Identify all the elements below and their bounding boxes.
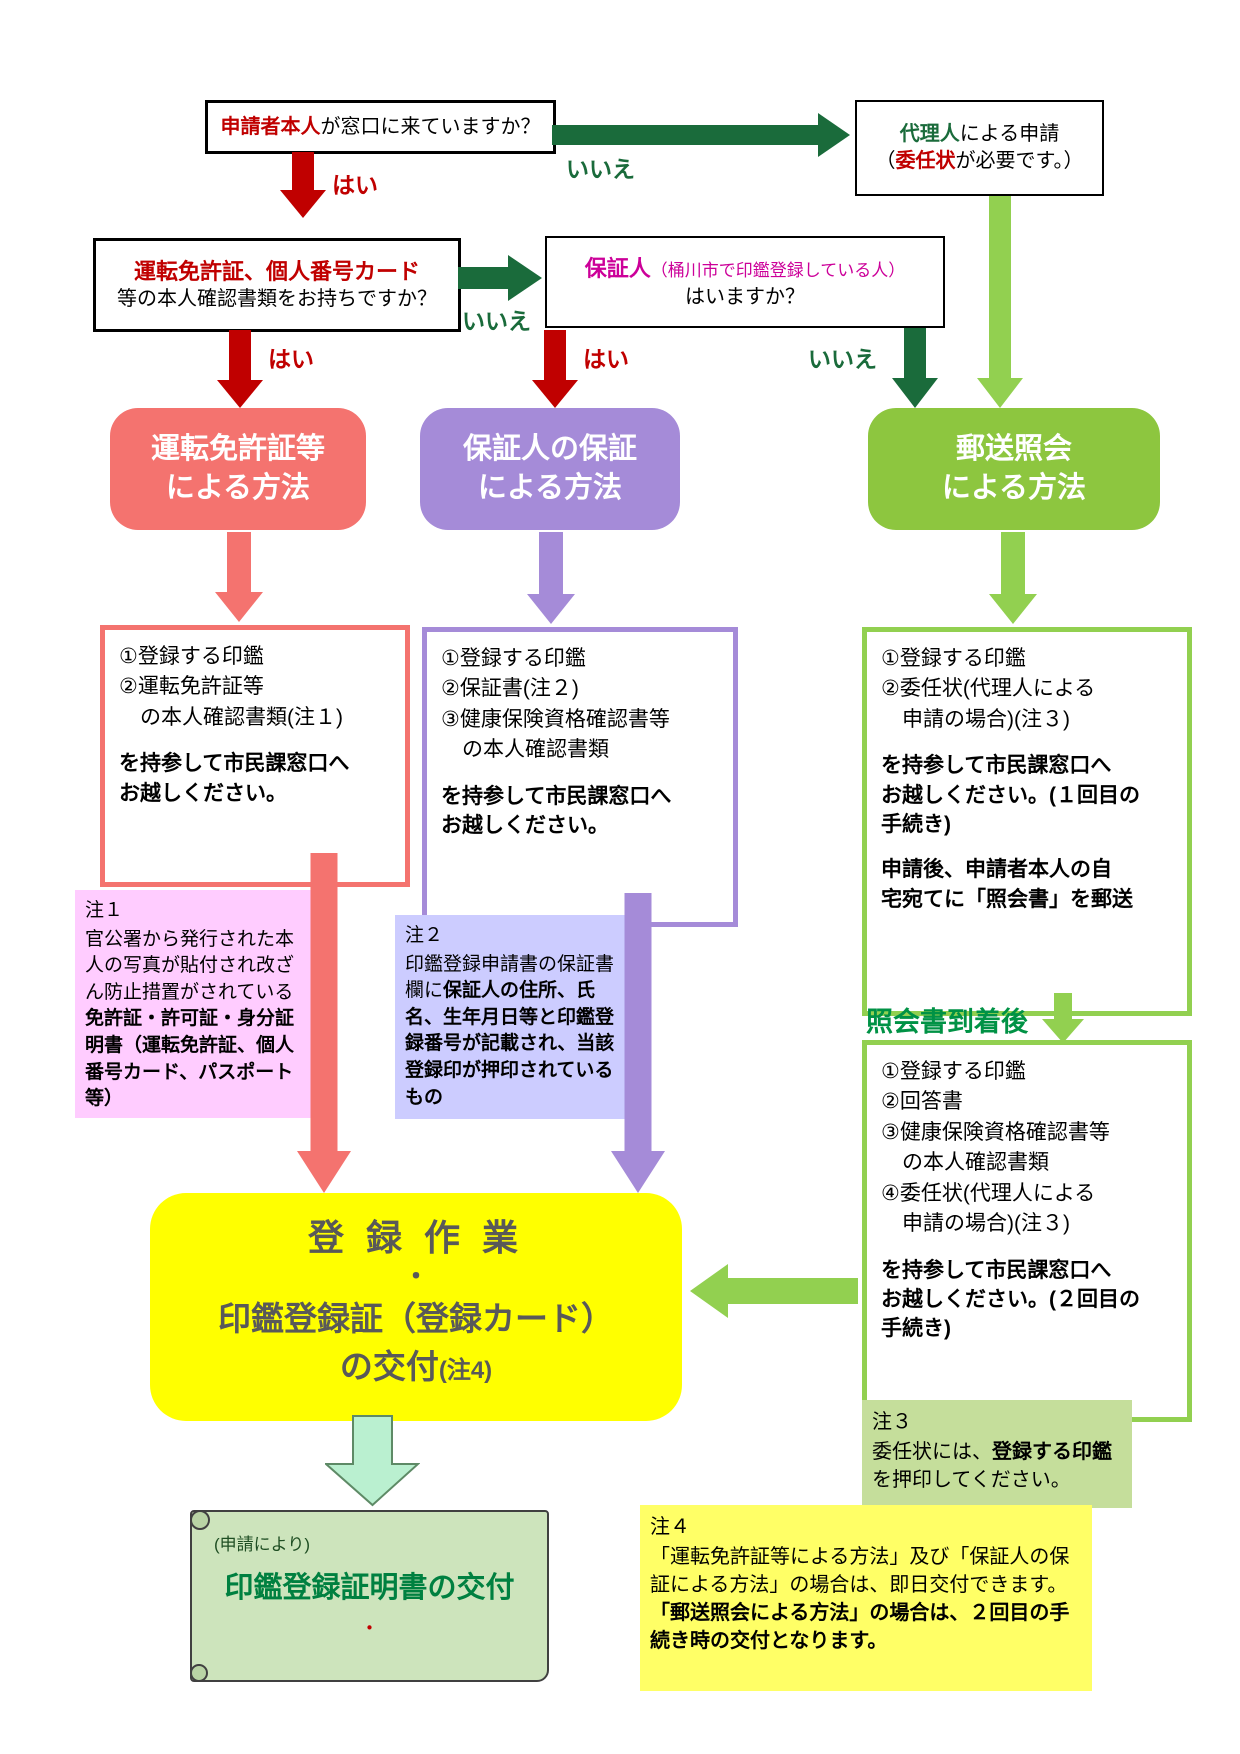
registration-line-2: 印鑑登録証（登録カード）	[218, 1300, 614, 1338]
registration-line-3-note: (注4)	[438, 1357, 493, 1385]
detail-license-requirements: ①登録する印鑑 ②運転免許証等 の本人確認書類(注１) を持参して市民課窓口へ …	[100, 625, 410, 887]
arrow-guarantor-to-detail	[527, 532, 575, 624]
note-2-body: 印鑑登録申請書の保証書欄に	[405, 953, 615, 1002]
q1-emphasis: 申請者本人	[220, 115, 321, 138]
method-guarantor: 保証人の保証 による方法	[420, 408, 680, 530]
label-no-3: いいえ	[808, 346, 877, 372]
note-3-body-2: を押印してください。	[872, 1469, 1071, 1491]
certificate-scroll: (申請により) 印鑑登録証明書の交付 ・	[190, 1510, 549, 1682]
note-3-title: 注３	[872, 1411, 912, 1433]
scroll-curl-top-icon	[190, 1510, 210, 1530]
arrow-after-inquiry	[1042, 993, 1084, 1043]
label-yes-2: はい	[268, 346, 314, 372]
arrow-license-to-registration	[297, 853, 351, 1193]
label-yes-3: はい	[583, 346, 629, 372]
arrow-license-to-detail	[215, 532, 263, 622]
detail-license-message: を持参して市民課窓口へ お越しください。	[119, 752, 350, 805]
registration-line-3: の交付(注4)	[150, 1340, 682, 1388]
proxy-line-1: 代理人による申請	[900, 121, 1059, 148]
proxy-rest: による申請	[959, 123, 1060, 145]
q2-line-1: 運転免許証、個人番号カード	[133, 258, 420, 284]
registration-line-3-text: の交付	[339, 1348, 439, 1386]
note-4-body: 「運転免許証等による方法」及び「保証人の保証による方法」の場合は、即日交付できま…	[650, 1546, 1070, 1596]
note-1: 注１ 官公署から発行された本人の写真が貼付され改ざん防止措置がされている免許証・…	[75, 890, 315, 1118]
q3-emphasis: 保証人	[584, 255, 651, 281]
proxy-emphasis-2: 委任状	[895, 150, 956, 172]
arrow-yes-1	[280, 152, 326, 218]
arrow-no-2	[458, 255, 542, 301]
registration-result-box: 登 録 作 業 ・ 印鑑登録証（登録カード） の交付(注4)	[150, 1193, 682, 1421]
scroll-curl-bottom-icon	[190, 1664, 208, 1682]
method-license: 運転免許証等 による方法	[110, 408, 366, 530]
arrow-no-3	[892, 328, 938, 408]
note-3: 注３ 委任状には、登録する印鑑を押印してください。	[862, 1400, 1132, 1508]
note-4-emphasis: 「郵送照会による方法」の場合は、２回目の手続き時の交付となります。	[650, 1602, 1070, 1652]
certificate-title: 印鑑登録証明書の交付	[224, 1572, 515, 1604]
question-applicant-present-text: 申請者本人が窓口に来ていますか？	[221, 114, 541, 141]
detail-guarantor-requirements: ①登録する印鑑 ②保証書(注２) ③健康保険資格確認書等 の本人確認書類 を持参…	[422, 627, 738, 927]
registration-dot: ・	[402, 1261, 429, 1291]
detail-mail-first-visit: ①登録する印鑑 ②委任状(代理人による 申請の場合)(注３) を持参して市民課窓…	[862, 627, 1192, 1016]
proxy-application-box: 代理人による申請 （委任状が必要です。）	[855, 100, 1104, 196]
arrival-label: 照会書到着後	[866, 1007, 1028, 1037]
q2-line-2: 等の本人確認書類をお持ちですか？	[117, 288, 437, 311]
detail-mail-2-message: を持参して市民課窓口へ お越しください。(２回目の 手続き)	[881, 1258, 1140, 1341]
question-guarantor: 保証人（桶川市で印鑑登録している人） はいますか？	[545, 236, 945, 328]
note-1-body: 官公署から発行された本人の写真が貼付され改ざん防止措置がされている	[85, 928, 295, 1003]
arrow-yes-2	[217, 330, 263, 408]
note-1-title: 注１	[85, 900, 124, 921]
arrow-mail-to-registration	[690, 1264, 858, 1318]
detail-mail-1-followup: 申請後、申請者本人の自 宅宛てに「照会書」を郵送	[881, 858, 1133, 911]
proxy-line-2: （委任状が必要です。）	[876, 148, 1084, 175]
detail-mail-1-items: ①登録する印鑑 ②委任状(代理人による 申請の場合)(注３)	[881, 647, 1096, 731]
detail-guarantor-items: ①登録する印鑑 ②保証書(注２) ③健康保険資格確認書等 の本人確認書類	[441, 647, 670, 762]
detail-license-items: ①登録する印鑑 ②運転免許証等 の本人確認書類(注１)	[119, 645, 343, 729]
detail-guarantor-message: を持参して市民課窓口へ お越しください。	[441, 784, 672, 838]
certificate-dot: ・	[359, 1618, 380, 1640]
arrow-mail-to-detail	[989, 532, 1037, 624]
proxy-rest-2: が必要です。）	[955, 150, 1084, 172]
note-3-body: 委任状には、	[872, 1441, 992, 1463]
q3-paren: （桶川市で印鑑登録している人）	[650, 260, 906, 280]
question-id-documents: 運転免許証、個人番号カード 等の本人確認書類をお持ちですか？	[93, 238, 461, 332]
q1-rest: が窓口に来ていますか？	[320, 115, 541, 138]
arrow-proxy-to-mail-method	[977, 196, 1023, 408]
q3-line-1: 保証人（桶川市で印鑑登録している人）	[585, 254, 906, 284]
registration-line-1: 登 録 作 業	[307, 1217, 524, 1258]
label-no-2: いいえ	[462, 308, 531, 334]
proxy-emphasis: 代理人	[899, 123, 960, 145]
note-3-emphasis: 登録する印鑑	[992, 1441, 1112, 1463]
note-2-title: 注２	[405, 925, 444, 946]
arrow-guarantor-to-registration	[611, 893, 665, 1193]
note-2: 注２ 印鑑登録申請書の保証書欄に保証人の住所、氏名、生年月日等と印鑑登録番号が記…	[395, 915, 627, 1119]
arrow-to-certificate	[325, 1415, 420, 1507]
detail-mail-1-message: を持参して市民課窓口へ お越しください。(１回目の 手続き)	[881, 754, 1140, 837]
detail-mail-second-visit: ①登録する印鑑 ②回答書 ③健康保険資格確認書等 の本人確認書類 ④委任状(代理…	[862, 1040, 1192, 1422]
detail-mail-2-items: ①登録する印鑑 ②回答書 ③健康保険資格確認書等 の本人確認書類 ④委任状(代理…	[881, 1060, 1110, 1236]
method-mail: 郵送照会 による方法	[868, 408, 1160, 530]
question-applicant-present: 申請者本人が窓口に来ていますか？	[205, 100, 556, 154]
label-no-1: いいえ	[566, 156, 635, 182]
q3-line-2: はいますか？	[685, 285, 805, 308]
certificate-subtext: (申請により)	[214, 1535, 310, 1554]
note-2-emphasis: 保証人の住所、氏名、生年月日等と印鑑登録番号が記載され、当該登録印が押印されてい…	[405, 980, 615, 1108]
arrow-yes-3	[532, 330, 578, 408]
proxy-paren-open: （	[875, 150, 896, 172]
note-4: 注４ 「運転免許証等による方法」及び「保証人の保証による方法」の場合は、即日交付…	[640, 1505, 1092, 1691]
note-4-title: 注４	[650, 1516, 690, 1538]
note-1-emphasis: 免許証・許可証・身分証明書（運転免許証、個人番号カード、パスポート等）	[85, 1008, 295, 1110]
label-yes-1: はい	[332, 172, 378, 198]
